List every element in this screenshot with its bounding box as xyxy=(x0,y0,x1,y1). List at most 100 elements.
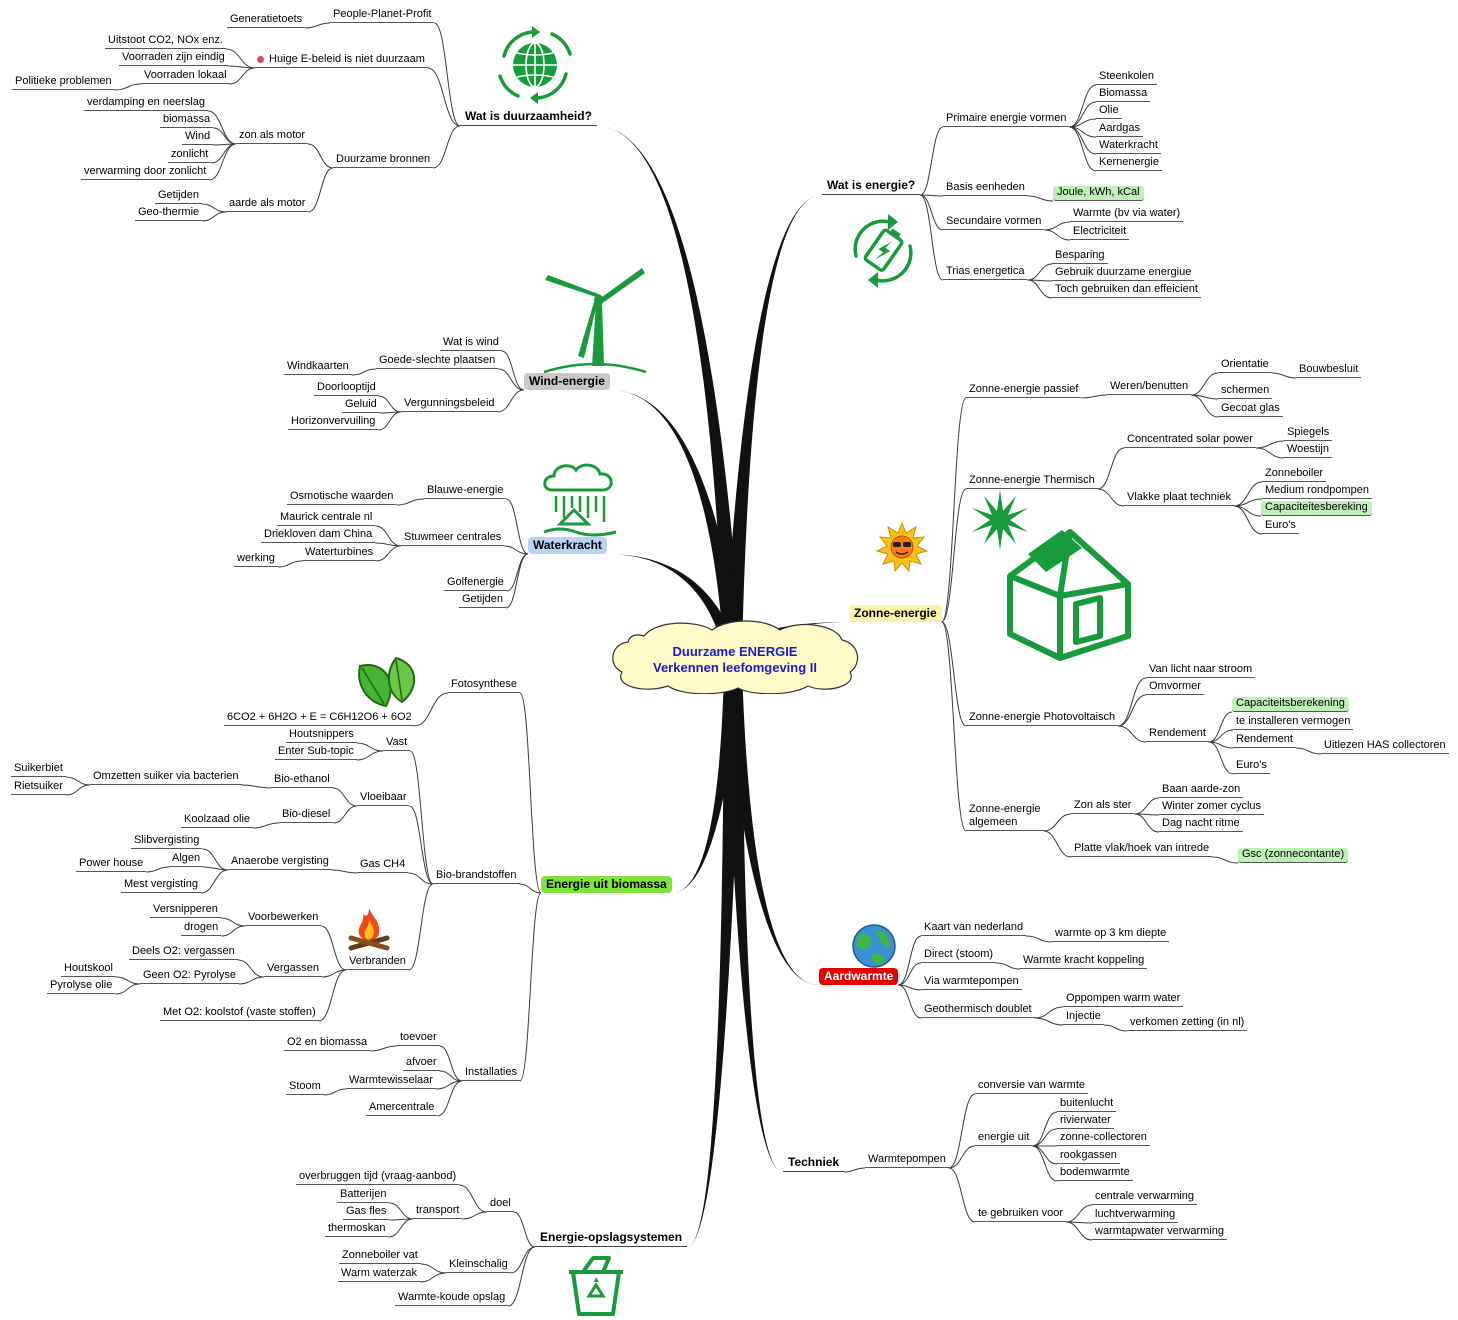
node-zonne-energie-thermisch[interactable]: Zonne-energie Thermisch xyxy=(966,474,1098,489)
node-gecoat-glas[interactable]: Gecoat glas xyxy=(1218,402,1283,417)
node-met-o2-koolstof[interactable]: Met O2: koolstof (vaste stoffen) xyxy=(160,1006,319,1021)
node-zon-als-ster[interactable]: Zon als ster xyxy=(1071,799,1135,814)
node-aardgas[interactable]: Aardgas xyxy=(1096,122,1143,137)
node-geen-o2-pyrolyse[interactable]: Geen O2: Pyrolyse xyxy=(140,969,239,984)
node-zonneboiler[interactable]: Zonneboiler xyxy=(1262,467,1327,482)
node-direct-stoom[interactable]: Direct (stoom) xyxy=(921,948,997,963)
node-driekloven-dam[interactable]: Driekloven dam China xyxy=(261,528,376,543)
node-huige-e-beleid[interactable]: Huige E-beleid is niet duurzaam xyxy=(255,53,428,68)
node-drogen[interactable]: drogen xyxy=(181,921,222,936)
node-orientatie[interactable]: Orientatie xyxy=(1218,358,1272,373)
node-medium-rondpompen[interactable]: Medium rondpompen xyxy=(1262,484,1372,499)
node-horizonvervuiling[interactable]: Horizonvervuiling xyxy=(288,415,379,430)
node-osmotische-waarden[interactable]: Osmotische waarden xyxy=(287,490,397,505)
node-windkaarten[interactable]: Windkaarten xyxy=(284,360,352,375)
node-algen[interactable]: Algen xyxy=(169,852,204,867)
node-secundaire-vormen[interactable]: Secundaire vormen xyxy=(943,215,1045,230)
node-overbruggen-tijd[interactable]: overbruggen tijd (vraag-aanbod) xyxy=(296,1170,460,1185)
node-biomassa[interactable]: biomassa xyxy=(160,113,214,128)
node-bio-diesel[interactable]: Bio-diesel xyxy=(279,808,334,823)
node-vlakke-plaat-techniek[interactable]: Vlakke plaat techniek xyxy=(1124,491,1234,506)
node-besparing[interactable]: Besparing xyxy=(1052,249,1108,264)
node-gsc-zonnecontante[interactable]: Gsc (zonnecontante) xyxy=(1238,848,1349,863)
node-verwarming-door-zonlicht[interactable]: verwarming door zonlicht xyxy=(81,165,210,180)
node-zon-als-motor[interactable]: zon als motor xyxy=(236,129,309,144)
node-electriciteit[interactable]: Electriciteit xyxy=(1070,225,1130,240)
node-kaart-van-nederland[interactable]: Kaart van nederland xyxy=(921,921,1027,936)
node-zonne-energie-passief[interactable]: Zonne-energie passief xyxy=(966,383,1082,398)
node-te-gebruiken-voor[interactable]: te gebruiken voor xyxy=(975,1207,1066,1222)
node-woestijn[interactable]: Woestijn xyxy=(1284,443,1332,458)
branch-wat-is-duurzaamheid[interactable]: Wat is duurzaamheid? xyxy=(460,108,597,126)
node-spiegels[interactable]: Spiegels xyxy=(1284,426,1333,441)
node-houtskool[interactable]: Houtskool xyxy=(61,962,116,977)
node-injectie[interactable]: Injectie xyxy=(1063,1010,1104,1025)
node-dag-nacht-ritme[interactable]: Dag nacht ritme xyxy=(1159,817,1243,832)
node-getijden-2[interactable]: Getijden xyxy=(459,593,506,608)
node-schermen[interactable]: schermen xyxy=(1218,384,1273,399)
node-warmte-bv-via-water[interactable]: Warmte (bv via water) xyxy=(1070,207,1184,222)
node-houtsnippers[interactable]: Houtsnippers xyxy=(286,728,357,743)
node-te-installeren-vermogen[interactable]: te installeren vermogen xyxy=(1233,715,1354,730)
branch-wat-is-energie[interactable]: Wat is energie? xyxy=(822,177,921,195)
node-euros-2[interactable]: Euro's xyxy=(1233,759,1270,774)
node-waterkracht-2[interactable]: Waterkracht xyxy=(1096,139,1161,154)
node-pyrolyse-olie[interactable]: Pyrolyse olie xyxy=(47,979,116,994)
node-rookgassen[interactable]: rookgassen xyxy=(1057,1149,1120,1164)
node-oppompen-warm-water[interactable]: Oppompen warm water xyxy=(1063,992,1184,1007)
node-voorraden-eindig[interactable]: Voorraden zijn eindig xyxy=(119,51,228,66)
node-via-warmtepompen[interactable]: Via warmtepompen xyxy=(921,975,1022,990)
node-warmte-op-3km-diepte[interactable]: warmte op 3 km diepte xyxy=(1052,927,1170,942)
node-afvoer[interactable]: afvoer xyxy=(403,1056,440,1071)
node-geluid[interactable]: Geluid xyxy=(342,398,380,413)
branch-aardwarmte[interactable]: Aardwarmte xyxy=(819,968,899,985)
node-duurzame-bronnen[interactable]: Duurzame bronnen xyxy=(333,153,434,168)
node-vast[interactable]: Vast xyxy=(383,736,411,751)
node-bio-ethanol[interactable]: Bio-ethanol xyxy=(271,773,333,788)
node-gas-ch4[interactable]: Gas CH4 xyxy=(357,858,409,873)
node-gas-fles[interactable]: Gas fles xyxy=(343,1205,390,1220)
node-toch-gebruiken[interactable]: Toch gebruiken dan effeicient xyxy=(1052,283,1201,298)
node-trias-energetica[interactable]: Trias energetica xyxy=(943,265,1028,280)
node-basis-eenheden[interactable]: Basis eenheden xyxy=(943,181,1028,196)
node-biomassa-2[interactable]: Biomassa xyxy=(1096,87,1151,102)
node-vloeibaar[interactable]: Vloeibaar xyxy=(357,791,410,806)
node-transport[interactable]: transport xyxy=(413,1204,463,1219)
node-zonne-energie-photovoltaisch[interactable]: Zonne-energie Photovoltaisch xyxy=(966,711,1119,726)
node-people-planet-profit[interactable]: People-Planet-Profit xyxy=(330,8,435,23)
node-buitenlucht[interactable]: buitenlucht xyxy=(1057,1097,1117,1112)
node-werking[interactable]: werking xyxy=(234,552,278,567)
node-bio-brandstoffen[interactable]: Bio-brandstoffen xyxy=(433,869,520,884)
node-suikerbiet[interactable]: Suikerbiet xyxy=(11,762,66,777)
node-omvormer[interactable]: Omvormer xyxy=(1146,680,1204,695)
node-goede-slechte-plaatsen[interactable]: Goede-slechte plaatsen xyxy=(376,354,499,369)
central-topic-cloud[interactable] xyxy=(604,616,866,694)
node-rendement[interactable]: Rendement xyxy=(1146,727,1209,742)
node-rendement-2[interactable]: Rendement xyxy=(1233,733,1296,748)
branch-energie-uit-biomassa[interactable]: Energie uit biomassa xyxy=(541,876,672,893)
node-luchtverwarming[interactable]: luchtverwarming xyxy=(1092,1208,1179,1223)
node-vergassen[interactable]: Vergassen xyxy=(264,962,322,977)
node-weren-benutten[interactable]: Weren/benutten xyxy=(1107,380,1192,395)
node-batterijen[interactable]: Batterijen xyxy=(337,1188,390,1203)
node-vergunningsbeleid[interactable]: Vergunningsbeleid xyxy=(401,397,498,412)
node-blauwe-energie[interactable]: Blauwe-energie xyxy=(424,484,507,499)
node-zonne-collectoren[interactable]: zonne-collectoren xyxy=(1057,1131,1150,1146)
node-doorlooptijd[interactable]: Doorlooptijd xyxy=(314,381,379,396)
branch-zonne-energie[interactable]: Zonne-energie xyxy=(849,605,942,622)
node-uitlezen-has-collectoren[interactable]: Uitlezen HAS collectoren xyxy=(1321,739,1449,754)
node-stuwmeer-centrales[interactable]: Stuwmeer centrales xyxy=(401,531,505,546)
node-amercentrale[interactable]: Amercentrale xyxy=(366,1101,438,1116)
node-wat-is-wind[interactable]: Wat is wind xyxy=(440,336,502,351)
node-warmte-kracht-koppeling[interactable]: Warmte kracht koppeling xyxy=(1020,954,1148,969)
node-rietsuiker[interactable]: Rietsuiker xyxy=(11,780,66,795)
node-slibvergisting[interactable]: Slibvergisting xyxy=(131,834,203,849)
node-joule-kwh-kcal[interactable]: Joule, kWh, kCal xyxy=(1053,186,1144,201)
node-fotosynthese-formule[interactable]: 6CO2 + 6H2O + E = C6H12O6 + 6O2 xyxy=(224,711,415,726)
branch-wind-energie[interactable]: Wind-energie xyxy=(524,373,610,390)
node-van-licht-naar-stroom[interactable]: Van licht naar stroom xyxy=(1146,663,1256,678)
node-platte-vlak-hoek[interactable]: Platte vlak/hoek van intrede xyxy=(1071,842,1213,857)
node-generatietoets[interactable]: Generatietoets xyxy=(227,13,306,28)
node-thermoskan[interactable]: thermoskan xyxy=(325,1222,389,1237)
